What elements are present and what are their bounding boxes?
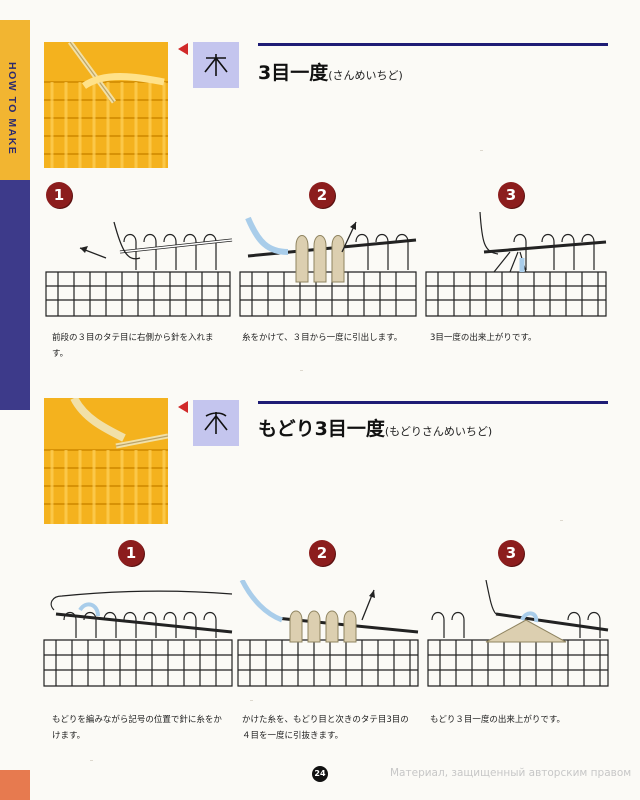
section-title-reading: (さんめいちど) <box>328 69 403 82</box>
step-3-diagram <box>424 211 608 324</box>
step-2-caption: 糸をかけて、３目から一度に引出します。 <box>242 333 403 343</box>
step-1-diagram <box>42 580 234 694</box>
step-2-diagram <box>238 212 418 324</box>
paper-speck <box>480 150 483 151</box>
step-3-caption: もどり３目一度の出来上がりです。 <box>430 715 565 725</box>
knitting-photo <box>44 398 168 524</box>
paper-speck <box>90 760 93 761</box>
section-title: もどり3目一度 <box>258 418 385 440</box>
pointer-arrow <box>178 401 188 413</box>
paper-speck <box>560 520 563 521</box>
step-1-caption: 前段の３目のタテ目に右側から針を入れます。 <box>52 333 214 359</box>
step-3-badge: 3 <box>498 540 524 566</box>
step-2-caption: かけた糸を、もどり目と次きのタテ目3目の４目を一度に引抜きます。 <box>242 715 409 741</box>
side-tab-label: HOW TO MAKE <box>6 62 18 156</box>
side-tab: HOW TO MAKE <box>0 20 30 410</box>
page-number: 24 <box>312 766 328 782</box>
knitting-photo <box>44 42 168 168</box>
step-2-badge: 2 <box>309 182 335 208</box>
copyright-watermark: Материал, защищенный авторским правом <box>390 767 632 779</box>
step-3-diagram <box>426 579 610 694</box>
three-together-stitch-symbol <box>193 42 239 88</box>
return-three-together-stitch-symbol <box>193 400 239 446</box>
section-title: 3目一度 <box>258 62 329 84</box>
paper-speck <box>300 370 303 371</box>
section-rule <box>258 43 608 46</box>
step-1-badge: 1 <box>46 182 72 208</box>
section-title-reading: (もどりさんめいちど) <box>384 425 493 438</box>
section-title-row: もどり3目一度(もどりさんめいちど) <box>258 414 492 441</box>
side-tab-navy <box>0 180 30 410</box>
step-1-diagram <box>44 212 234 324</box>
paper-speck <box>250 700 253 701</box>
step-1-badge: 1 <box>118 540 144 566</box>
step-1-caption: もどりを編みながら記号の位置で針に糸をかけます。 <box>52 715 222 741</box>
side-bottom-block <box>0 770 30 800</box>
step-2-badge: 2 <box>309 540 335 566</box>
section-title-row: 3目一度(さんめいちど) <box>258 58 403 85</box>
step-2-diagram <box>236 578 420 694</box>
pointer-arrow <box>178 43 188 55</box>
step-3-badge: 3 <box>498 182 524 208</box>
side-tab-yellow <box>0 20 30 180</box>
step-3-caption: 3目一度の出来上がりです。 <box>430 333 537 343</box>
section-rule <box>258 401 608 404</box>
